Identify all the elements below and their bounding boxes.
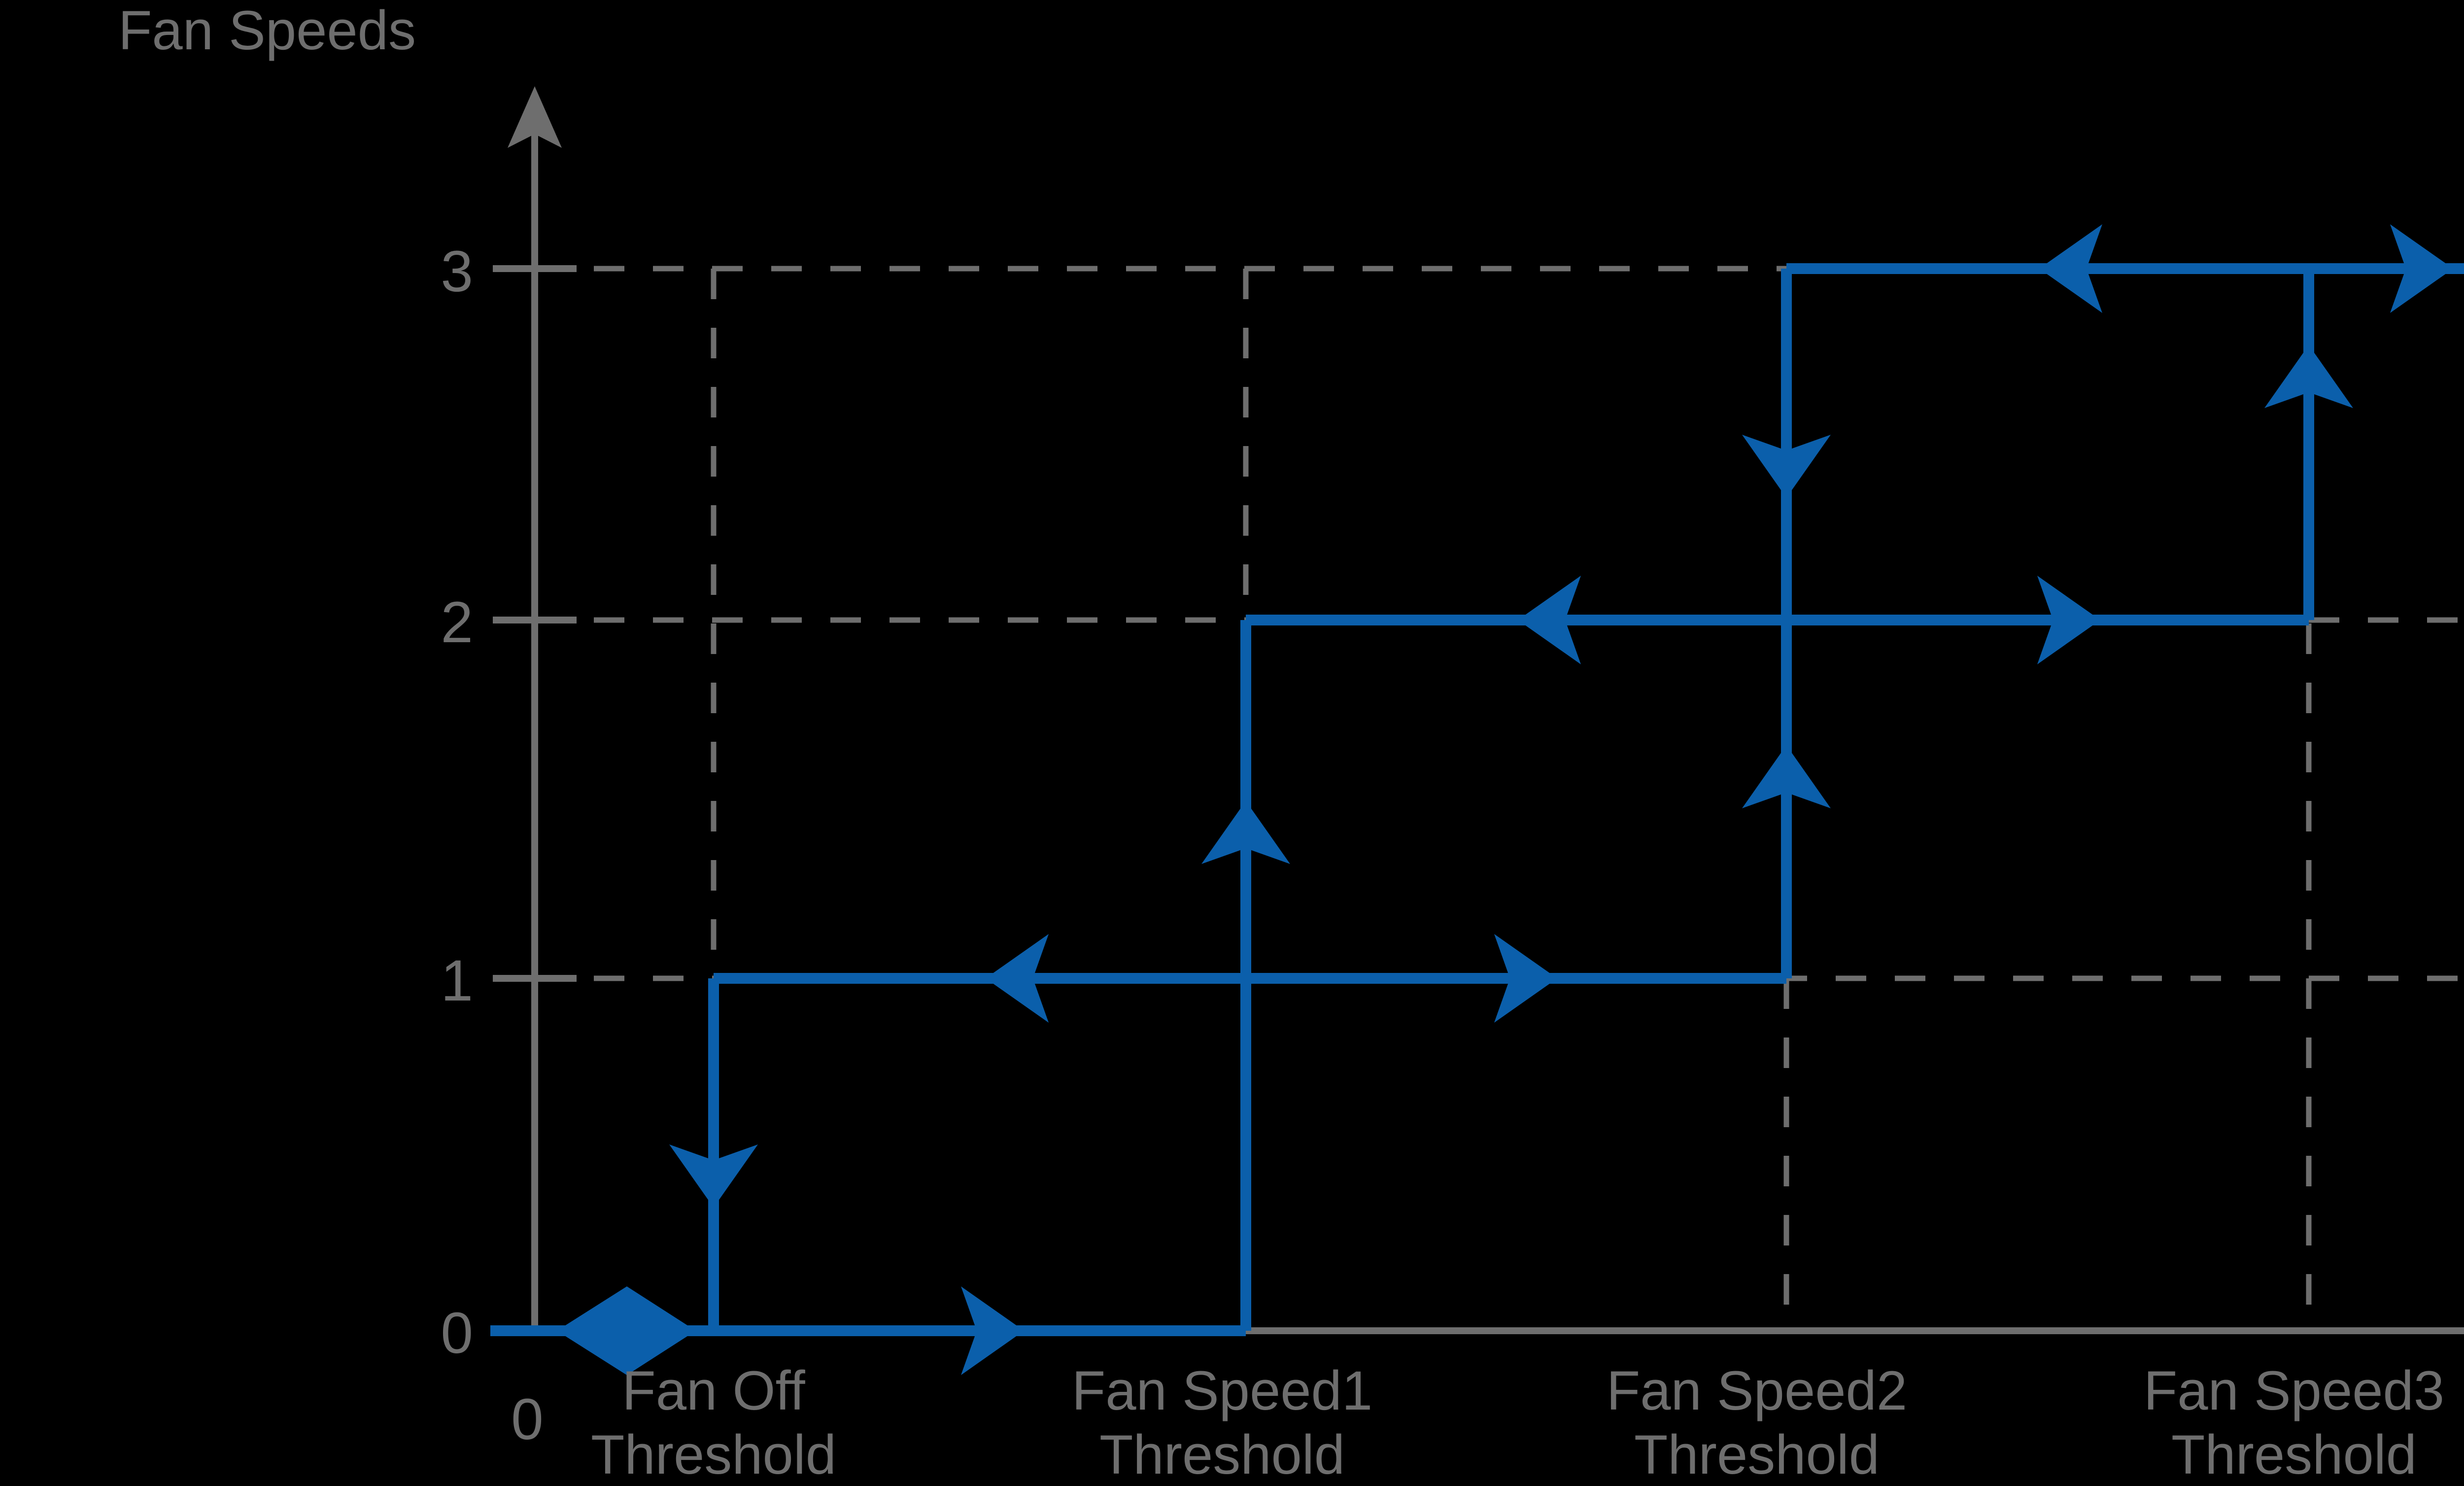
grid-lines bbox=[535, 266, 2464, 1331]
ytick-label-0: 0 bbox=[441, 1301, 473, 1366]
ytick-label-1: 1 bbox=[441, 948, 473, 1013]
ytick-label-3: 3 bbox=[441, 239, 473, 304]
axes bbox=[490, 113, 2464, 1334]
arrow-right-level0-icon bbox=[961, 1286, 1024, 1375]
arrow-bidirectional-level0-left-icon bbox=[557, 1286, 627, 1375]
arrow-down-fan-off-icon bbox=[669, 1144, 758, 1208]
ytick-label-2: 2 bbox=[441, 590, 473, 655]
arrow-right-level3-icon bbox=[2390, 224, 2453, 313]
threshold-label-fan-speed1-line1: Fan Speed1 bbox=[1072, 1360, 1372, 1421]
threshold-label-fan-speed3-line1: Fan Speed3 bbox=[2144, 1360, 2444, 1421]
arrow-up-fan-speed1-icon bbox=[1201, 801, 1290, 864]
threshold-label-fan-speed1-line2: Threshold bbox=[1099, 1424, 1345, 1486]
arrow-bidirectional-level0-right-icon bbox=[627, 1286, 696, 1375]
y-axis-title: Fan Speeds bbox=[118, 0, 416, 61]
y-axis-arrowhead-icon bbox=[508, 86, 562, 148]
threshold-label-fan-speed3-line2: Threshold bbox=[2171, 1424, 2417, 1486]
arrow-left-level3-a-icon bbox=[2039, 224, 2102, 313]
hysteresis-curve bbox=[490, 263, 2464, 1336]
arrow-down-fan-speed2-icon bbox=[1742, 435, 1831, 498]
threshold-label-fan-off-line1: Fan Off bbox=[622, 1360, 805, 1421]
direction-arrowheads bbox=[557, 224, 2453, 1375]
xtick-label-0: 0 bbox=[511, 1387, 544, 1452]
arrow-left-level2-icon bbox=[1518, 576, 1581, 664]
arrow-up-fan-speed2-icon bbox=[1742, 745, 1831, 808]
threshold-label-fan-speed2-line2: Threshold bbox=[1634, 1424, 1880, 1486]
y-axis-ticks bbox=[493, 265, 577, 982]
threshold-label-fan-speed2-line1: Fan Speed2 bbox=[1607, 1360, 1907, 1421]
arrow-right-level1-icon bbox=[1494, 934, 1557, 1023]
xtick-label-100: 100 bbox=[2463, 1392, 2464, 1457]
arrow-up-fan-speed3-icon bbox=[2264, 345, 2353, 408]
arrow-left-level1-icon bbox=[986, 934, 1049, 1023]
arrow-right-level2-icon bbox=[2037, 576, 2100, 664]
threshold-label-fan-off-line2: Threshold bbox=[591, 1424, 836, 1486]
